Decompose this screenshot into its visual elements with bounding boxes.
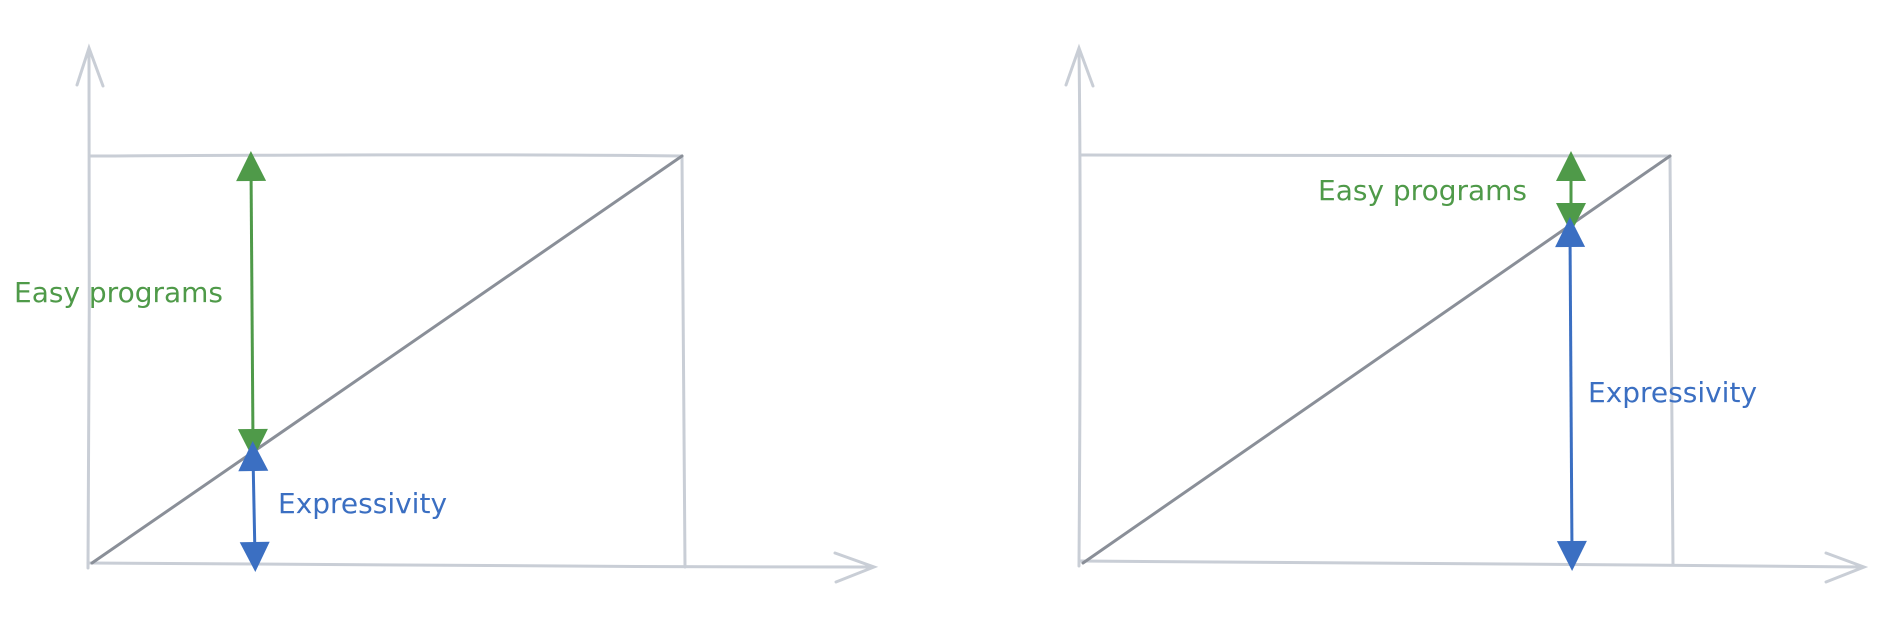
right-expressivity-arrow [1555, 217, 1587, 571]
left-panel: Easy programs Expressivity [14, 43, 879, 584]
right-expressivity-label: Expressivity [1588, 376, 1757, 409]
right-diagonal-line [1081, 154, 1672, 565]
right-y-axis [1064, 43, 1095, 568]
left-easy-programs-arrow [236, 151, 268, 459]
left-easy-programs-label: Easy programs [14, 276, 223, 309]
right-easy-programs-label: Easy programs [1318, 174, 1527, 207]
left-expressivity-arrow [238, 441, 270, 572]
right-x-axis [1078, 551, 1869, 584]
left-y-axis [75, 43, 105, 570]
left-x-axis [86, 551, 879, 584]
left-expressivity-label: Expressivity [278, 487, 447, 520]
left-box [88, 153, 687, 569]
left-diagonal-line [90, 154, 684, 565]
right-panel: Easy programs Expressivity [1064, 43, 1869, 584]
